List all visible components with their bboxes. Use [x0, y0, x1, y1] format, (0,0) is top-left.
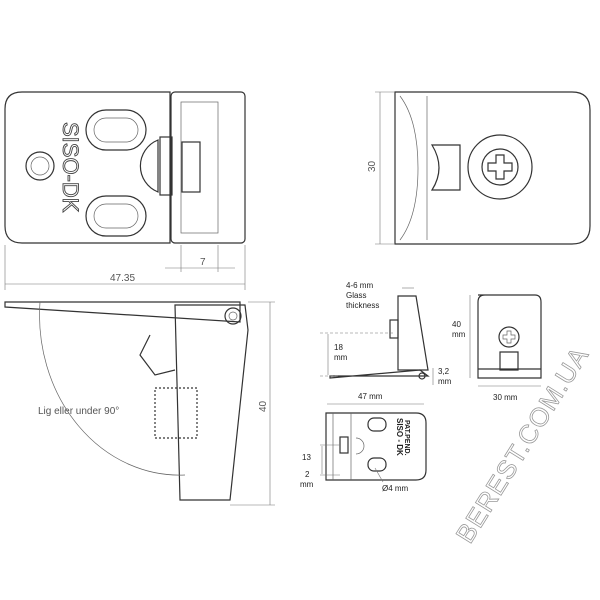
spec-dim-13: 13 [302, 453, 311, 462]
dim-total-label: 47.35 [110, 273, 135, 284]
angle-label: Lig eller under 90° [38, 406, 119, 417]
front-view: 30 [367, 91, 591, 245]
side-dim-height: 40 [258, 400, 269, 412]
spec-dim-30: 30 mm [493, 393, 518, 402]
spec-dim-40-unit: mm [452, 330, 466, 339]
spec-hole: Ø4 mm [382, 484, 409, 493]
side-view: 40 Lig eller under 90° [4, 301, 275, 506]
dim-18-unit: mm [334, 353, 348, 362]
spec-brand: SISO - DK [395, 418, 404, 456]
watermark: BEREST.COM.UA [450, 341, 595, 548]
spec-patent: PAT.PEND. [403, 420, 410, 456]
glass-thickness-line1: 4-6 mm [346, 281, 373, 290]
glass-thickness-line3: thickness [346, 301, 379, 310]
spec-side-view: 4-6 mm Glass thickness 18 mm 3,2 mm [320, 281, 452, 386]
dim-32-unit: mm [438, 377, 452, 386]
front-dim-height: 30 [367, 160, 378, 172]
spec-dim-2-value: 2 [305, 470, 310, 479]
dim-32-value: 3,2 [438, 367, 450, 376]
top-view: SISO-DK 7 47.35 [4, 91, 246, 290]
spec-dim-2-unit: mm [300, 480, 314, 489]
spec-dim-40-value: 40 [452, 320, 461, 329]
spec-dim-47: 47 mm [358, 392, 383, 401]
dim-thread-label: 7 [200, 257, 206, 268]
glass-thickness-line2: Glass [346, 291, 366, 300]
top-view-brand: SISO-DK [58, 122, 83, 213]
spec-top-view: 47 mm SISO - DK PAT.PEND. 13 2 mm Ø4 mm [300, 392, 427, 493]
spec-front-view: 40 mm 30 mm [452, 294, 542, 402]
dim-18-value: 18 [334, 343, 343, 352]
